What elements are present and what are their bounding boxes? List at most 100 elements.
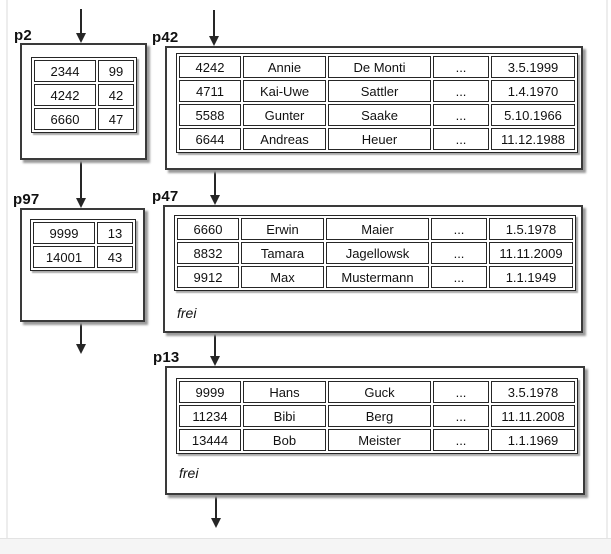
table-row: 2344 99 [34, 60, 134, 82]
cell-ellipsis: ... [433, 429, 489, 451]
table-row: 9912 Max Mustermann ... 1.1.1949 [177, 266, 573, 288]
cell-first-name: Kai-Uwe [243, 80, 326, 102]
table-row: 9999 13 [33, 222, 133, 244]
cell-page-ref: 99 [98, 60, 134, 82]
viewport-left-edge [6, 0, 8, 538]
cell-last-name: Heuer [328, 128, 431, 150]
page-label-p2: p2 [14, 27, 32, 44]
cell-id: 9912 [177, 266, 239, 288]
cell-last-name: De Monti [328, 56, 431, 78]
table-row: 4711 Kai-Uwe Sattler ... 1.4.1970 [179, 80, 575, 102]
arrow-head-icon [209, 36, 219, 46]
cell-ellipsis: ... [431, 266, 487, 288]
cell-birthdate: 1.1.1969 [491, 429, 575, 451]
data-table-p13: 9999 Hans Guck ... 3.5.1978 11234 Bibi B… [176, 378, 578, 454]
table-row: 6644 Andreas Heuer ... 11.12.1988 [179, 128, 575, 150]
arrow-line [214, 170, 216, 197]
cell-birthdate: 11.11.2009 [489, 242, 573, 264]
arrow-line [213, 10, 215, 38]
cell-key: 2344 [34, 60, 96, 82]
table-row: 6660 Erwin Maier ... 1.5.1978 [177, 218, 573, 240]
cell-birthdate: 1.5.1978 [489, 218, 573, 240]
free-space-label: frei [177, 305, 197, 321]
cell-ellipsis: ... [433, 128, 489, 150]
page-box-p97: 9999 13 14001 43 [20, 208, 145, 322]
cell-key: 9999 [33, 222, 95, 244]
page-box-p42: 4242 Annie De Monti ... 3.5.1999 4711 Ka… [165, 46, 583, 170]
table-row: 9999 Hans Guck ... 3.5.1978 [179, 381, 575, 403]
cell-id: 8832 [177, 242, 239, 264]
cell-ellipsis: ... [433, 405, 489, 427]
cell-id: 13444 [179, 429, 241, 451]
cell-birthdate: 1.4.1970 [491, 80, 575, 102]
cell-last-name: Jagellowsk [326, 242, 429, 264]
arrow-head-icon [211, 518, 221, 528]
cell-first-name: Bob [243, 429, 326, 451]
arrow-p13-out [211, 495, 221, 528]
cell-ellipsis: ... [431, 242, 487, 264]
arrow-p2-to-p97 [76, 160, 86, 208]
cell-page-ref: 47 [98, 108, 134, 130]
cell-id: 6660 [177, 218, 239, 240]
arrow-head-icon [76, 198, 86, 208]
cell-last-name: Berg [328, 405, 431, 427]
page-label-p47: p47 [152, 188, 179, 205]
table-row: 5588 Gunter Saake ... 5.10.1966 [179, 104, 575, 126]
table-row: 4242 42 [34, 84, 134, 106]
cell-page-ref: 13 [97, 222, 133, 244]
cell-id: 9999 [179, 381, 241, 403]
arrow-head-icon [76, 344, 86, 354]
index-table-p2: 2344 99 4242 42 6660 47 [31, 57, 137, 133]
cell-id: 11234 [179, 405, 241, 427]
cell-key: 14001 [33, 246, 95, 268]
page-label-p13: p13 [153, 349, 180, 366]
free-space-label: frei [179, 465, 199, 481]
cell-first-name: Bibi [243, 405, 326, 427]
cell-ellipsis: ... [433, 104, 489, 126]
arrow-line [214, 333, 216, 358]
viewport-bottom-band [0, 538, 611, 554]
cell-birthdate: 1.1.1949 [489, 266, 573, 288]
arrow-p97-out [76, 322, 86, 354]
cell-page-ref: 43 [97, 246, 133, 268]
cell-first-name: Gunter [243, 104, 326, 126]
arrow-line [80, 322, 82, 346]
cell-birthdate: 3.5.1999 [491, 56, 575, 78]
cell-id: 5588 [179, 104, 241, 126]
data-table-p42: 4242 Annie De Monti ... 3.5.1999 4711 Ka… [176, 53, 578, 153]
table-row: 6660 47 [34, 108, 134, 130]
cell-key: 6660 [34, 108, 96, 130]
cell-page-ref: 42 [98, 84, 134, 106]
cell-ellipsis: ... [431, 218, 487, 240]
cell-birthdate: 11.12.1988 [491, 128, 575, 150]
cell-last-name: Meister [328, 429, 431, 451]
cell-birthdate: 11.11.2008 [491, 405, 575, 427]
table-row: 13444 Bob Meister ... 1.1.1969 [179, 429, 575, 451]
cell-ellipsis: ... [433, 381, 489, 403]
cell-last-name: Sattler [328, 80, 431, 102]
cell-first-name: Max [241, 266, 324, 288]
cell-id: 4711 [179, 80, 241, 102]
arrow-p47-to-p13 [210, 333, 220, 366]
index-table-p97: 9999 13 14001 43 [30, 219, 136, 271]
arrow-line [215, 495, 217, 520]
cell-last-name: Guck [328, 381, 431, 403]
viewport-right-edge [606, 0, 608, 538]
arrow-head-icon [210, 356, 220, 366]
cell-id: 6644 [179, 128, 241, 150]
page-box-p47: 6660 Erwin Maier ... 1.5.1978 8832 Tamar… [163, 205, 583, 333]
cell-birthdate: 5.10.1966 [491, 104, 575, 126]
cell-first-name: Andreas [243, 128, 326, 150]
cell-key: 4242 [34, 84, 96, 106]
cell-id: 4242 [179, 56, 241, 78]
cell-first-name: Tamara [241, 242, 324, 264]
page-label-p42: p42 [152, 29, 179, 46]
cell-first-name: Annie [243, 56, 326, 78]
cell-last-name: Mustermann [326, 266, 429, 288]
arrow-into-p2 [76, 9, 86, 43]
page-label-p97: p97 [13, 191, 40, 208]
arrow-p42-to-p47 [210, 170, 220, 205]
data-table-p47: 6660 Erwin Maier ... 1.5.1978 8832 Tamar… [174, 215, 576, 291]
table-row: 14001 43 [33, 246, 133, 268]
